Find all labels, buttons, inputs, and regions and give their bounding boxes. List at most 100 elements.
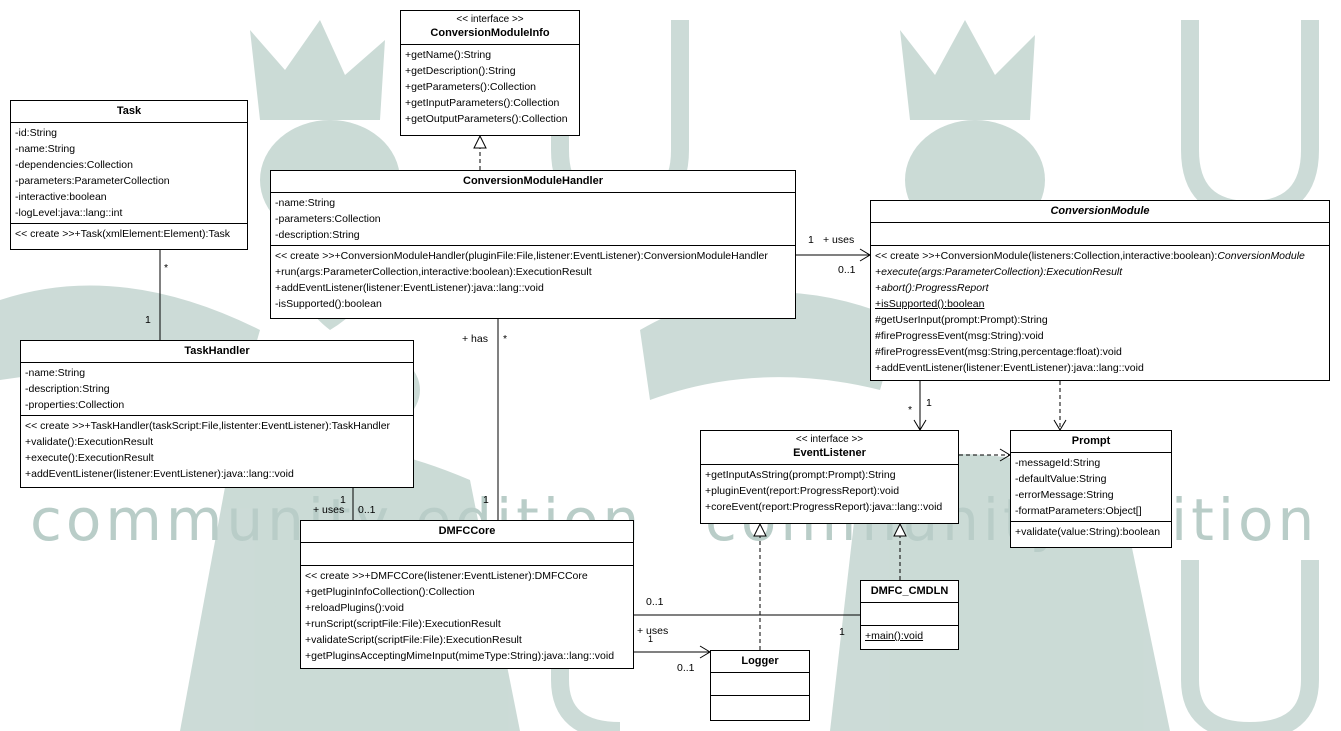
operation: +getPluginsAcceptingMimeInput(mimeType:S…	[305, 650, 615, 662]
multiplicity-th-core: 0..1	[358, 504, 376, 516]
operation: << create >>+Task(xmlElement:Element):Ta…	[15, 228, 231, 240]
multiplicity-th-one: 1	[340, 494, 346, 506]
multiplicity-el-star: *	[908, 404, 913, 416]
static-operation: +main():void	[865, 630, 924, 642]
multiplicity-core-cmdln: 0..1	[646, 596, 664, 608]
class-name: DMFC_CMDLN	[870, 585, 949, 597]
attribute: -properties:Collection	[25, 399, 125, 411]
operation: +getName():String	[405, 49, 492, 61]
class-conversion-module[interactable]: ConversionModule << create >>+Conversion…	[870, 200, 1330, 381]
attributes-section: -messageId:String -defaultValue:String -…	[1011, 453, 1171, 522]
class-dmfc-cmdln[interactable]: DMFC_CMDLN +main():void	[860, 580, 959, 650]
attribute: -defaultValue:String	[1015, 473, 1107, 485]
multiplicity-core-logger: 1	[648, 634, 654, 644]
watermark-arm-right	[640, 292, 900, 400]
attributes-section	[871, 223, 1329, 246]
attribute: -dependencies:Collection	[15, 159, 133, 171]
watermark-u-bottom-right	[1181, 560, 1319, 731]
operation: +run(args:ParameterCollection,interactiv…	[275, 266, 592, 278]
multiplicity-taskhandler: 1	[145, 314, 151, 326]
class-task[interactable]: Task -id:String -name:String -dependenci…	[10, 100, 248, 250]
multiplicity-el-one: 1	[926, 397, 932, 409]
operation: +getParameters():Collection	[405, 81, 537, 93]
operation: #fireProgressEvent(msg:String,percentage…	[875, 346, 1122, 358]
attribute: -messageId:String	[1015, 457, 1101, 469]
multiplicity-cmdln: 1	[839, 626, 845, 638]
watermark-crown-right	[900, 20, 1035, 120]
attribute: -interactive:boolean	[15, 191, 107, 203]
class-name: ConversionModuleInfo	[430, 27, 550, 39]
operations-section: << create >>+TaskHandler(taskScript:File…	[21, 416, 413, 484]
operation: #fireProgressEvent(msg:String):void	[875, 330, 1044, 342]
class-name: DMFCCore	[438, 525, 496, 537]
realization-arrowhead-el-left	[753, 522, 767, 537]
attribute: -name:String	[275, 197, 336, 209]
operation: +validate():ExecutionResult	[25, 436, 154, 448]
operation: << create >>+TaskHandler(taskScript:File…	[25, 420, 391, 432]
operation: +getDescription():String	[405, 65, 516, 77]
watermark-u-bottom-left	[551, 560, 621, 731]
class-logger[interactable]: Logger	[710, 650, 810, 721]
attribute: -description:String	[25, 383, 110, 395]
multiplicity-task: *	[164, 262, 169, 274]
multiplicity-cm: 0..1	[838, 264, 856, 276]
multiplicity-logger: 0..1	[677, 662, 695, 674]
class-conversion-module-handler[interactable]: ConversionModuleHandler -name:String -pa…	[270, 170, 796, 319]
operations-section: +validate(value:String):boolean	[1011, 522, 1171, 542]
operation: +getInputAsString(prompt:Prompt):String	[705, 469, 896, 481]
class-name: Task	[116, 105, 142, 117]
operation: +validateScript(scriptFile:File):Executi…	[305, 634, 522, 646]
class-task-handler[interactable]: TaskHandler -name:String -description:St…	[20, 340, 414, 488]
attribute: -parameters:ParameterCollection	[15, 175, 170, 187]
class-name: TaskHandler	[184, 345, 250, 357]
class-name: ConversionModuleHandler	[463, 175, 603, 187]
operation: +addEventListener(listener:EventListener…	[25, 468, 294, 480]
operation: +getOutputParameters():Collection	[405, 113, 568, 125]
class-name: ConversionModule	[1050, 205, 1150, 217]
attribute: -logLevel:java::lang::int	[15, 207, 123, 219]
multiplicity-cmh-uses: 1	[808, 234, 814, 246]
attributes-section: -id:String -name:String -dependencies:Co…	[11, 123, 247, 224]
operation: +pluginEvent(report:ProgressReport):void	[705, 485, 900, 497]
operation: << create >>+ConversionModuleHandler(plu…	[275, 250, 768, 262]
static-operation: +isSupported():boolean	[875, 298, 985, 310]
class-event-listener[interactable]: << interface >> EventListener +getInputA…	[700, 430, 959, 524]
operations-section: +main():void	[861, 626, 958, 646]
create-operation: << create >>+ConversionModule(listeners:…	[875, 250, 1218, 262]
class-name: Prompt	[1071, 435, 1111, 447]
operation: +runScript(scriptFile:File):ExecutionRes…	[305, 618, 501, 630]
operation: << create >>+DMFCCore(listener:EventList…	[305, 570, 588, 582]
operation: +getInputParameters():Collection	[405, 97, 560, 109]
role-cmh-uses: + uses	[823, 234, 855, 246]
attribute: -errorMessage:String	[1015, 489, 1114, 501]
operation: +validate(value:String):boolean	[1015, 526, 1161, 538]
role-th-uses: + uses	[313, 504, 345, 516]
multiplicity-has-one: 1	[483, 494, 489, 506]
attributes-section	[301, 543, 633, 566]
operation: +addEventListener(listener:EventListener…	[275, 282, 544, 294]
operations-section: +getName():String +getDescription():Stri…	[401, 45, 579, 129]
attribute: -name:String	[25, 367, 86, 379]
operations-section: << create >>+ConversionModule(listeners:…	[871, 246, 1329, 378]
attributes-section: -name:String -parameters:Collection -des…	[271, 193, 795, 246]
operations-section: << create >>+DMFCCore(listener:EventList…	[301, 566, 633, 666]
attributes-section	[861, 603, 958, 626]
operation: +execute():ExecutionResult	[25, 452, 154, 464]
role-has: + has	[462, 333, 488, 345]
class-conversion-module-info[interactable]: << interface >> ConversionModuleInfo +ge…	[400, 10, 580, 136]
class-stereotype: << interface >>	[456, 14, 524, 25]
operations-section	[711, 696, 809, 718]
realization-arrowhead-el-right	[893, 522, 907, 537]
class-prompt[interactable]: Prompt -messageId:String -defaultValue:S…	[1010, 430, 1172, 548]
abstract-operation: +abort():ProgressReport	[875, 282, 989, 294]
operation: +reloadPlugins():void	[305, 602, 404, 614]
operations-section: << create >>+Task(xmlElement:Element):Ta…	[11, 224, 247, 244]
operation: +getPluginInfoCollection():Collection	[305, 586, 475, 598]
attribute: -parameters:Collection	[275, 213, 381, 225]
class-dmfc-core[interactable]: DMFCCore << create >>+DMFCCore(listener:…	[300, 520, 634, 669]
attribute: -formatParameters:Object[]	[1015, 505, 1142, 517]
attribute: -description:String	[275, 229, 360, 241]
operation: +addEventListener(listener:EventListener…	[875, 362, 1144, 374]
operation: -isSupported():boolean	[275, 298, 382, 310]
class-name: Logger	[741, 655, 779, 667]
